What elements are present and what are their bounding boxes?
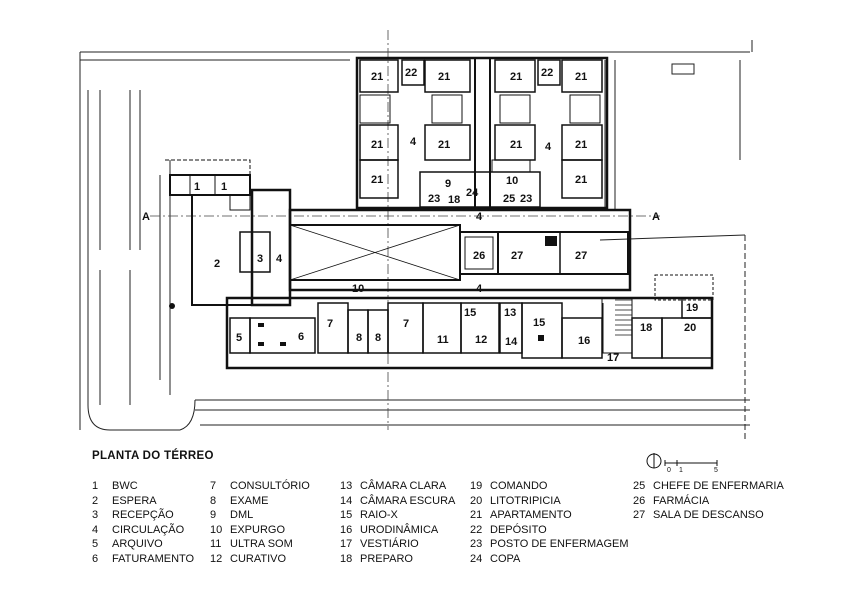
label-22-a: 22 [405,67,417,79]
label-21-d: 21 [438,71,450,83]
axis-mark-a-right: A [652,211,660,223]
fixtures [169,236,557,346]
label-6: 6 [298,331,304,343]
label-8-b: 8 [375,332,381,344]
label-21-i: 21 [575,139,587,151]
label-24: 24 [466,187,479,199]
label-21-b: 21 [371,139,383,151]
label-15-a: 15 [533,317,545,329]
label-21-j: 21 [575,174,587,186]
scale-tick-0: 0 [667,467,671,474]
label-21-a: 21 [371,71,383,83]
label-13: 13 [504,307,516,319]
axis-mark-a-left: A [142,211,150,223]
label-1-a: 1 [194,181,200,193]
label-12: 12 [475,334,487,346]
label-7-b: 7 [403,318,409,330]
label-8-a: 8 [356,332,362,344]
lower-block [225,274,714,370]
label-2: 2 [214,258,220,270]
label-11: 11 [437,334,449,346]
room-labels: 1 1 2 3 4 4 4 4 4 5 6 7 7 8 8 10 11 12 1… [194,67,698,364]
label-21-g: 21 [510,139,522,151]
label-4-d: 4 [476,211,483,223]
upper-wing [355,56,609,210]
label-23-a: 23 [428,193,440,205]
label-19: 19 [686,302,698,314]
plan-title: PLANTA DO TÉRREO [92,450,214,462]
label-26: 26 [473,250,485,262]
scale-bar: 0 1 5 [646,453,718,474]
label-21-e: 21 [438,139,450,151]
label-25: 25 [503,193,515,205]
label-5: 5 [236,332,242,344]
label-16: 16 [578,335,590,347]
label-22-b: 22 [541,67,553,79]
label-18-b: 18 [448,194,460,206]
label-10-b: 10 [506,175,518,187]
label-4-e: 4 [476,283,483,295]
label-18-a: 18 [640,322,652,334]
label-3: 3 [257,253,263,265]
label-21-c: 21 [371,174,383,186]
label-4-c: 4 [545,141,552,153]
scale-tick-5: 5 [714,467,718,474]
label-4-b: 4 [410,136,417,148]
label-27-a: 27 [511,250,523,262]
label-21-f: 21 [510,71,522,83]
label-23-b: 23 [520,193,532,205]
label-10: 10 [352,283,364,295]
label-27-b: 27 [575,250,587,262]
label-9: 9 [445,178,451,190]
floor-plan: A A [79,30,753,440]
label-4-a: 4 [276,253,283,265]
label-17: 17 [607,352,619,364]
scale-tick-1: 1 [679,467,683,474]
entry-block [165,159,292,307]
label-7-a: 7 [327,318,333,330]
label-20: 20 [684,322,696,334]
label-15-b: 15 [464,307,476,319]
axis-lines [150,30,660,430]
label-14: 14 [505,336,518,348]
label-1-b: 1 [221,181,227,193]
site-lines [79,40,753,440]
label-21-h: 21 [575,71,587,83]
